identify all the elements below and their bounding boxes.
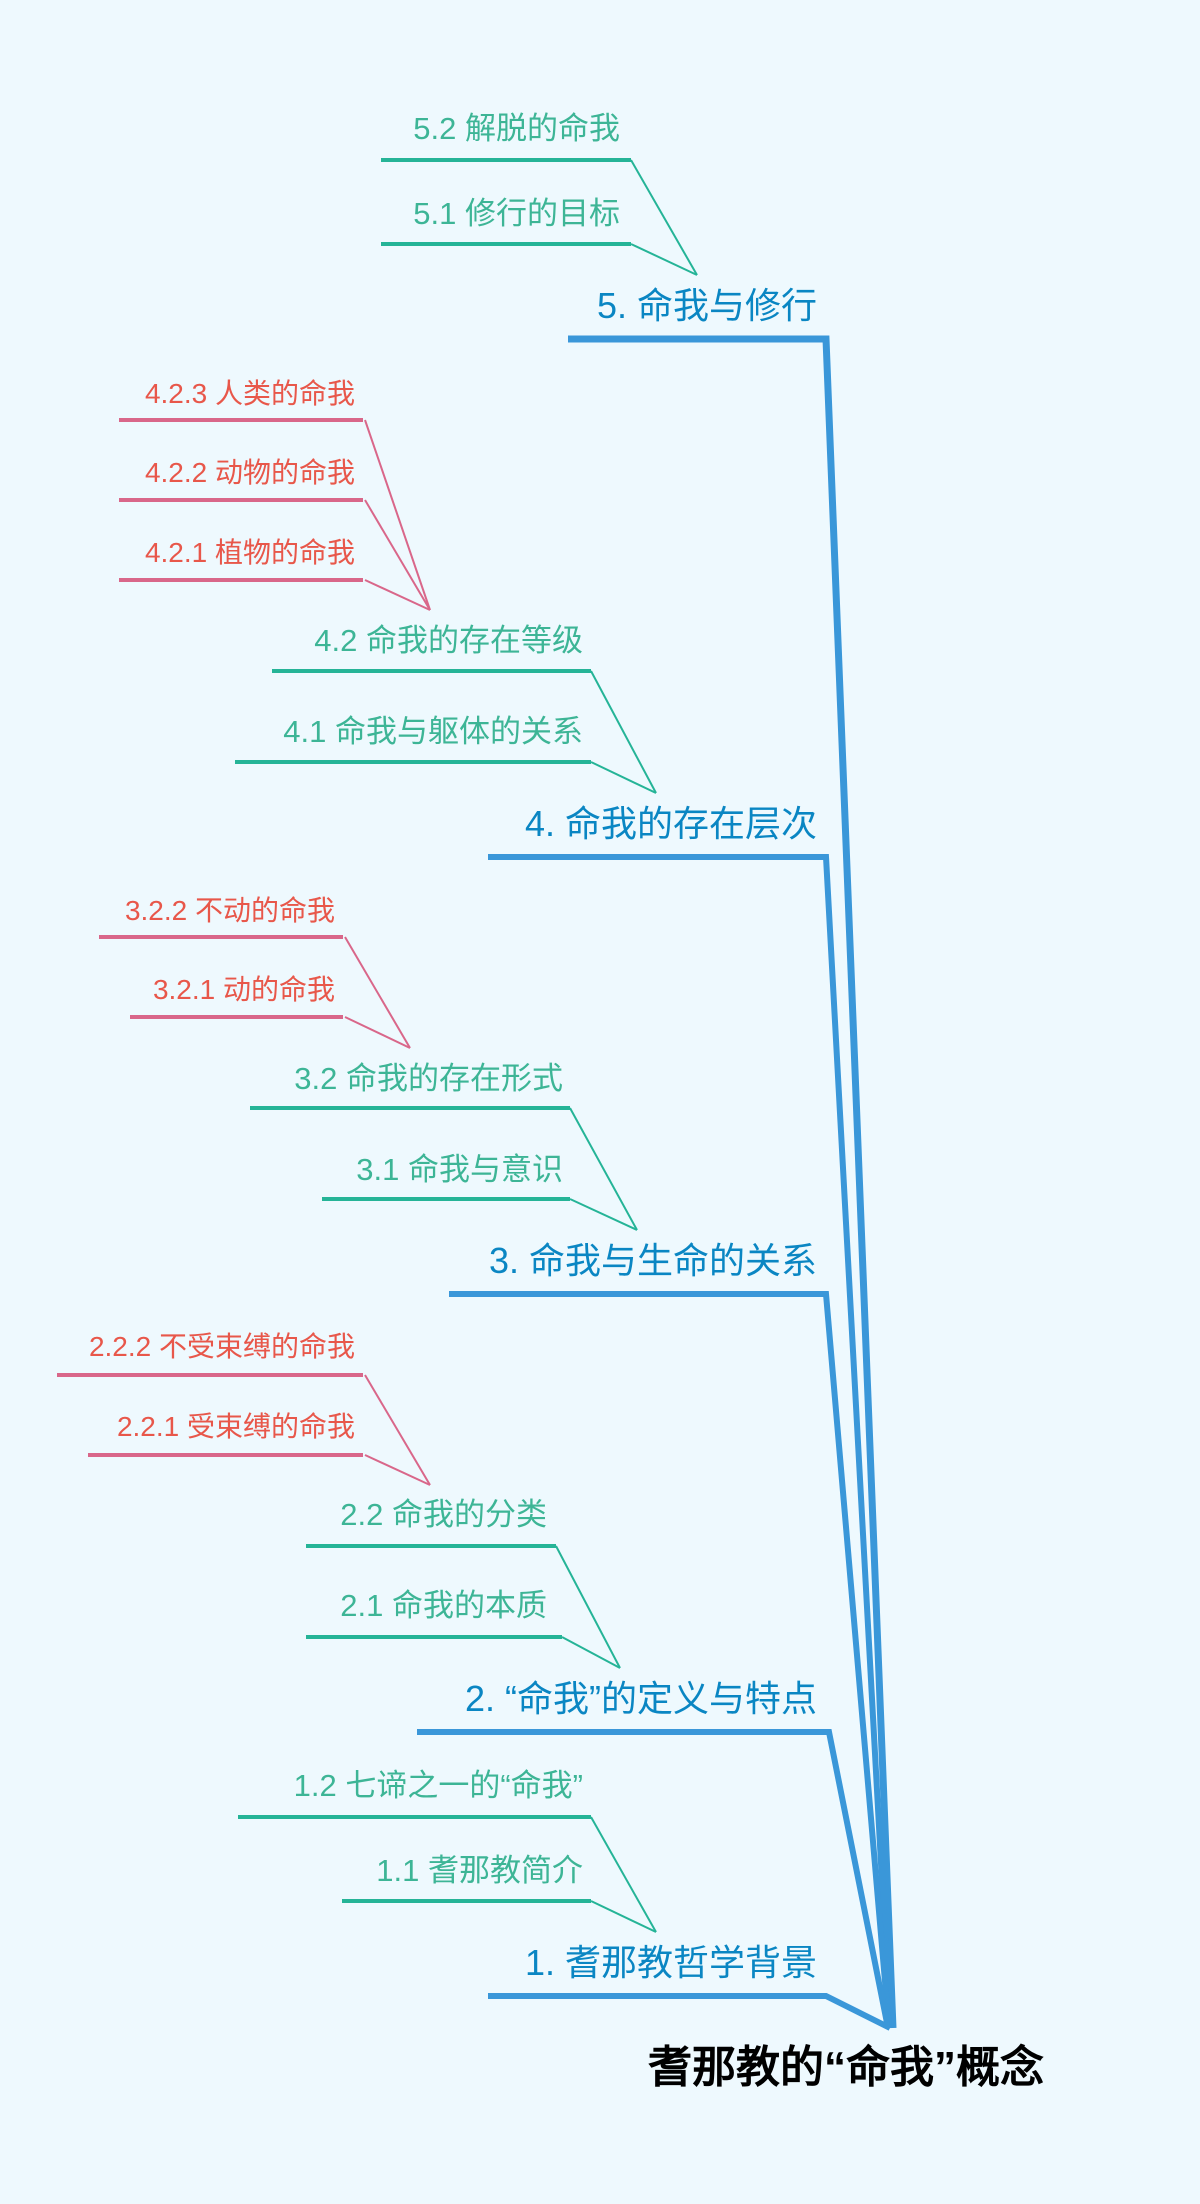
topic-1-1[interactable]: 1.1 耆那教简介 — [376, 1853, 583, 1888]
topic-2[interactable]: 2. “命我”的定义与特点 — [464, 1678, 817, 1719]
topic-3-2-1[interactable]: 3.2.1 动的命我 — [152, 974, 335, 1005]
topic-2-2[interactable]: 2.2 命我的分类 — [340, 1497, 547, 1532]
topic-3-1[interactable]: 3.1 命我与意识 — [356, 1152, 563, 1187]
connector-3-2-1 — [344, 1016, 411, 1049]
connector-4-2-2 — [364, 499, 431, 611]
topic-4-1[interactable]: 4.1 命我与躯体的关系 — [283, 714, 583, 749]
connector-2-1 — [561, 1636, 621, 1669]
topic-5[interactable]: 5. 命我与修行 — [596, 285, 817, 326]
connector-branch-3 — [449, 1291, 892, 2029]
topic-2-2-2[interactable]: 2.2.2 不受束缚的命我 — [88, 1331, 355, 1362]
topic-1-2[interactable]: 1.2 七谛之一的“命我” — [293, 1768, 583, 1803]
connector-4-2-1 — [364, 579, 431, 611]
connector-2-2-1 — [364, 1454, 431, 1486]
connector-3-1 — [569, 1198, 638, 1231]
connector-branch-1 — [488, 1993, 892, 2031]
connector-4-1 — [590, 761, 657, 794]
topic-4-2-3[interactable]: 4.2.3 人类的命我 — [144, 378, 355, 409]
connector-branch-5 — [568, 335, 897, 2029]
topic-2-2-1[interactable]: 2.2.1 受束缚的命我 — [116, 1411, 355, 1442]
level2-connectors — [235, 158, 698, 1933]
topic-4-2-1[interactable]: 4.2.1 植物的命我 — [144, 537, 355, 568]
topic-2-1[interactable]: 2.1 命我的本质 — [340, 1588, 547, 1623]
topic-4-2-2[interactable]: 4.2.2 动物的命我 — [144, 457, 355, 488]
connector-4-2-3 — [364, 419, 431, 611]
connector-2-2-2 — [364, 1374, 431, 1486]
topic-4-2[interactable]: 4.2 命我的存在等级 — [314, 623, 583, 658]
topic-5-1[interactable]: 5.1 修行的目标 — [413, 196, 620, 231]
topic-3-2-2[interactable]: 3.2.2 不动的命我 — [124, 895, 335, 926]
topic-3[interactable]: 3. 命我与生命的关系 — [488, 1240, 817, 1281]
topic-3-2[interactable]: 3.2 命我的存在形式 — [294, 1061, 563, 1096]
topic-5-2[interactable]: 5.2 解脱的命我 — [413, 111, 620, 146]
root-topic[interactable]: 耆那教的“命我”概念 — [648, 2043, 1044, 2092]
connector-3-2 — [569, 1107, 638, 1231]
topic-1[interactable]: 1. 耆那教哲学背景 — [524, 1942, 817, 1983]
connector-3-2-2 — [344, 936, 411, 1049]
connector-2-2 — [555, 1545, 621, 1669]
topic-4[interactable]: 4. 命我的存在层次 — [524, 803, 817, 844]
connector-5-1 — [630, 243, 698, 276]
connector-1-2 — [590, 1816, 657, 1933]
connector-1-1 — [590, 1900, 657, 1933]
connector-5-2 — [630, 159, 698, 276]
level3-connectors — [57, 418, 431, 1486]
connector-4-2 — [590, 670, 657, 794]
